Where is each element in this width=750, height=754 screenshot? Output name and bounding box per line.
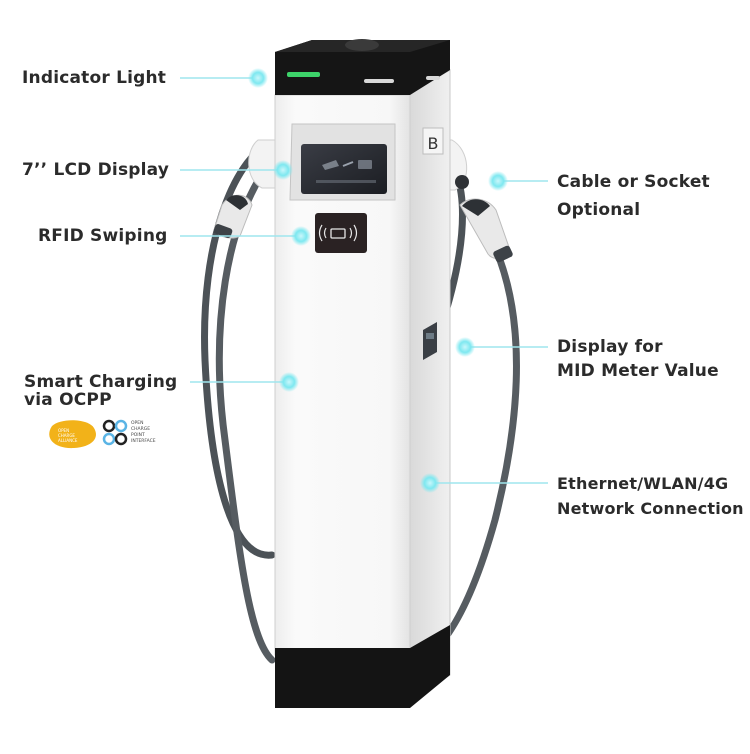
side-badge: B	[428, 134, 439, 153]
indicator-light-side	[426, 76, 440, 80]
right-connector-plug	[459, 198, 513, 263]
ocpp-logo-text-2: CHARGE	[131, 426, 150, 432]
oca-logo: OPEN CHARGE ALLIANCE	[49, 420, 96, 449]
label-network-1: Ethernet/WLAN/4G	[557, 474, 729, 493]
oca-logo-text-3: ALLIANCE	[58, 438, 78, 443]
ocpp-logo-text-3: POINT	[131, 432, 145, 438]
label-mid-meter-1: Display for	[557, 337, 663, 357]
callout-dots	[248, 68, 508, 493]
label-lcd-display: 7’’ LCD Display	[22, 160, 170, 180]
dot-lcd-display	[273, 160, 293, 180]
charger-side-panel	[409, 69, 451, 701]
rfid-reader	[315, 213, 367, 253]
dot-smart-charging	[279, 372, 299, 392]
label-smart-charging-1: Smart Charging	[24, 372, 178, 392]
dot-rfid	[291, 226, 311, 246]
lcd-screen	[301, 144, 387, 194]
label-smart-charging-2: via OCPP	[24, 390, 112, 410]
label-network-2: Network Connection	[557, 499, 744, 518]
left-connector-plug	[213, 194, 253, 239]
label-rfid: RFID Swiping	[38, 226, 168, 246]
label-cable-socket-1: Cable or Socket	[557, 172, 710, 192]
charger-top-cap	[275, 40, 450, 95]
ocpp-logo-text-4: INTERFACE	[131, 438, 156, 444]
label-mid-meter-2: MID Meter Value	[557, 361, 719, 381]
top-knob	[345, 39, 379, 51]
label-cable-socket-2: Optional	[557, 200, 641, 220]
callout-leader-lines	[180, 77, 548, 484]
ocpp-logo: OPEN CHARGE POINT INTERFACE	[102, 419, 156, 446]
oca-logo-text-2: CHARGE	[58, 433, 75, 438]
indicator-light-white	[364, 79, 394, 83]
dot-network	[420, 473, 440, 493]
charger-base	[275, 625, 450, 708]
dot-cable-socket	[488, 171, 508, 191]
mid-meter-window	[423, 322, 437, 360]
oca-logo-text-1: OPEN	[58, 428, 69, 433]
ocpp-logo-text-1: OPEN	[131, 420, 143, 426]
indicator-light-green	[287, 72, 320, 77]
left-holster	[248, 139, 276, 189]
dot-indicator-light	[248, 68, 268, 88]
label-indicator-light: Indicator Light	[22, 68, 167, 88]
dot-mid-meter	[455, 337, 475, 357]
